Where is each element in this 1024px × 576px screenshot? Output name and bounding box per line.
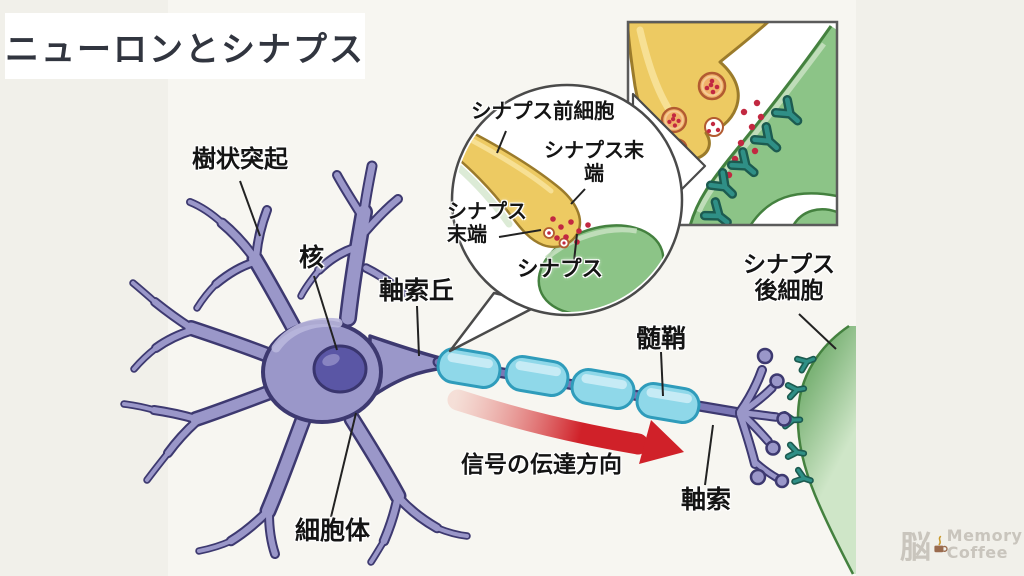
label-dendrite: 樹状突起 [192, 145, 288, 173]
title-box: ニューロンとシナプス [5, 13, 365, 79]
signal-arrow [447, 389, 684, 464]
label-axon-hillock: 軸索丘 [379, 276, 455, 305]
myelin-sheath [436, 347, 701, 424]
label-cell-body: 細胞体 [295, 516, 371, 545]
label-synaptic-terminal-left: シナプス 末端 [447, 199, 527, 246]
dendrites [122, 162, 469, 564]
label-myelin-sheath: 髄鞘 [636, 324, 687, 353]
label-postsynaptic-cell: シナプス 後細胞 [743, 252, 835, 305]
label-synaptic-terminal-right: シナプス末 端 [544, 138, 644, 185]
label-presynaptic-cell: シナプス前細胞 [471, 99, 615, 123]
label-synapse: シナプス [517, 257, 604, 282]
nucleus [312, 344, 368, 394]
page-title: ニューロンとシナプス [5, 29, 365, 70]
postsynaptic-cell [785, 324, 856, 575]
coffee-cup-icon [934, 535, 948, 552]
watermark: 脳 Memory Coffee [900, 522, 1024, 567]
brain-kanji: 脳 [900, 530, 931, 566]
bubble-synapse-dots [543, 216, 591, 249]
neuron [120, 160, 792, 566]
label-nucleus: 核 [299, 243, 325, 272]
axon-terminals [735, 347, 792, 489]
pointer-lines [239, 130, 837, 518]
label-signal-direction: 信号の伝達方向 [461, 452, 622, 478]
brand-text: Memory Coffee [946, 525, 1023, 562]
label-axon: 軸索 [681, 485, 732, 514]
synapse-callout-bubble [448, 83, 684, 353]
